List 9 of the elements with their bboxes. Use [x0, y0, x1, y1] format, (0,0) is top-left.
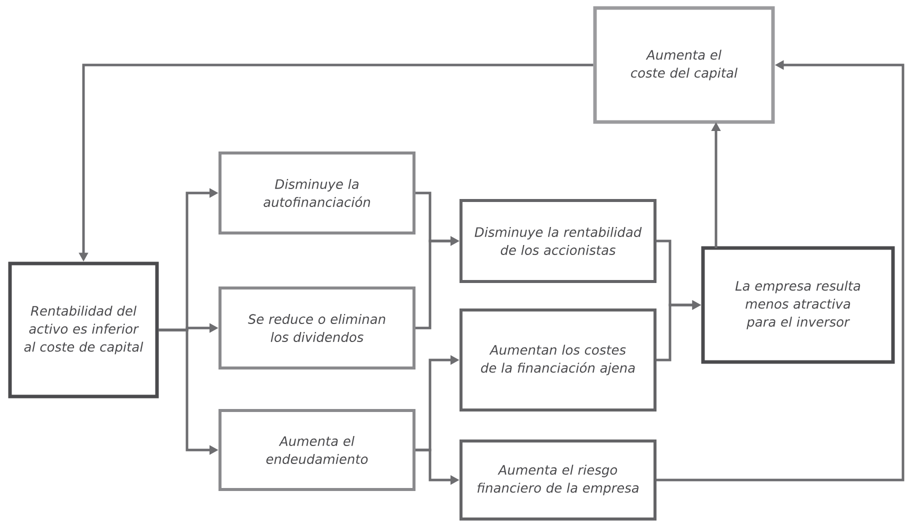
process-box: Disminuye la rentabilidad de los accionistas	[460, 198, 656, 283]
process-box: Aumenta el riesgo financiero de la empresa	[460, 439, 656, 520]
process-box: Aumentan los costes de la financiación ajena	[460, 308, 656, 412]
process-box: Disminuye la autofinanciación	[218, 152, 416, 234]
process-box: La empresa resulta menos atractiva para el inversor	[701, 246, 895, 364]
process-box: Aumenta el coste del capital	[593, 6, 775, 124]
process-box: Se reduce o eliminan los dividendos	[218, 286, 416, 370]
process-box: Rentabilidad del activo es inferior al coste de capital	[8, 262, 159, 398]
process-box: Aumenta el endeudamiento	[218, 408, 416, 491]
